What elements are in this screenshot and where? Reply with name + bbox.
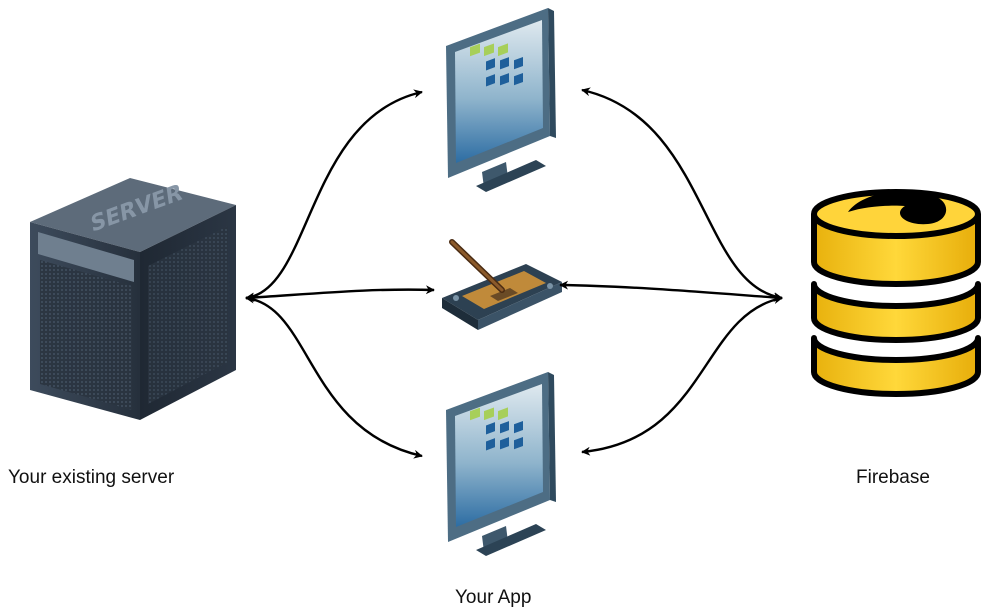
server-label: Your existing server <box>8 467 175 488</box>
tablet-stylus-icon <box>442 239 562 330</box>
firebase-label: Firebase <box>856 467 930 488</box>
edge-server-desktop-bottom <box>245 294 423 459</box>
server-icon: SERVER <box>30 178 236 420</box>
desktop-monitor-icon <box>446 8 556 192</box>
edge-server-desktop-top <box>245 89 423 302</box>
database-cylinder-icon <box>811 189 981 397</box>
desktop-monitor-icon <box>446 372 556 556</box>
edge-firebase-tablet <box>559 280 783 302</box>
edge-firebase-desktop-top <box>581 87 783 302</box>
app-label: Your App <box>455 587 531 608</box>
edge-server-tablet <box>245 285 435 303</box>
edge-firebase-desktop-bottom <box>581 295 783 456</box>
